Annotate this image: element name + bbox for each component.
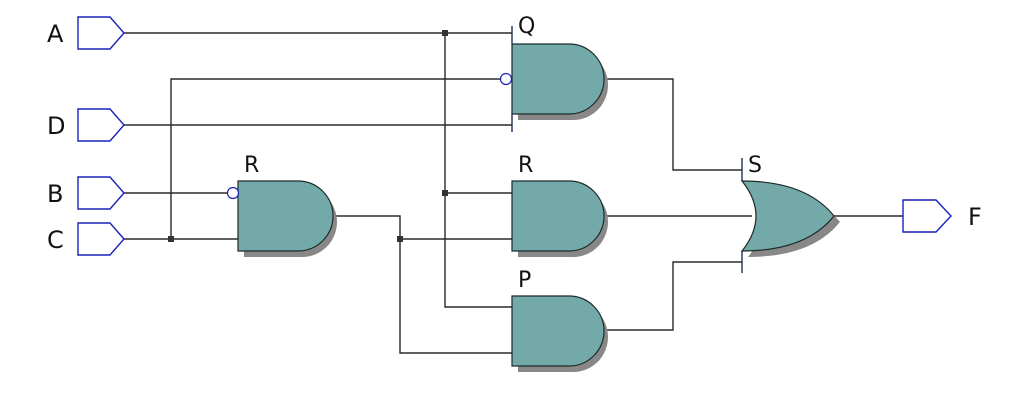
junction-dot: [442, 190, 448, 196]
inversion-bubble: [499, 72, 513, 86]
inversion-bubble: [226, 186, 240, 200]
output-pin-f: [902, 199, 952, 233]
gate-body: [511, 180, 605, 252]
gate-label-r-left: R: [244, 153, 259, 178]
junction-dot: [442, 30, 448, 36]
wire-c-branch: [170, 78, 500, 239]
wire-p-out: [604, 261, 742, 331]
output-label-f: F: [968, 203, 982, 231]
gate-label-s: S: [748, 153, 762, 178]
junction-dot: [168, 236, 174, 242]
wire-a-branch: [444, 33, 512, 308]
gate-label-p: P: [518, 268, 531, 293]
wire-r-out: [333, 215, 512, 354]
gate-body: [511, 43, 605, 115]
or-gate-s: [740, 158, 840, 273]
input-pin-d: [77, 108, 125, 142]
junction-dot: [397, 236, 403, 242]
and-gate-p: [511, 295, 608, 372]
input-pin-b: [77, 176, 125, 210]
input-pin-c: [77, 222, 125, 256]
wire-q-out: [604, 78, 742, 171]
gate-body: [237, 180, 334, 252]
input-label-c: C: [47, 226, 64, 254]
input-label-b: B: [47, 180, 63, 208]
gate-label-q: Q: [518, 14, 535, 39]
and-gate-r-middle: [511, 180, 608, 257]
junctions: [168, 30, 448, 242]
input-pin-a: [77, 16, 125, 50]
gate-body: [511, 295, 605, 367]
gate-body: [740, 180, 835, 252]
wires: [124, 32, 903, 354]
and-gate-q: [499, 26, 608, 132]
and-gate-r-left: [226, 180, 337, 257]
input-pins: [77, 16, 125, 256]
gate-label-r-middle: R: [518, 153, 533, 178]
input-label-a: A: [47, 20, 64, 48]
labels: A D B C F Q R R P S: [47, 14, 982, 293]
input-label-d: D: [47, 112, 65, 140]
